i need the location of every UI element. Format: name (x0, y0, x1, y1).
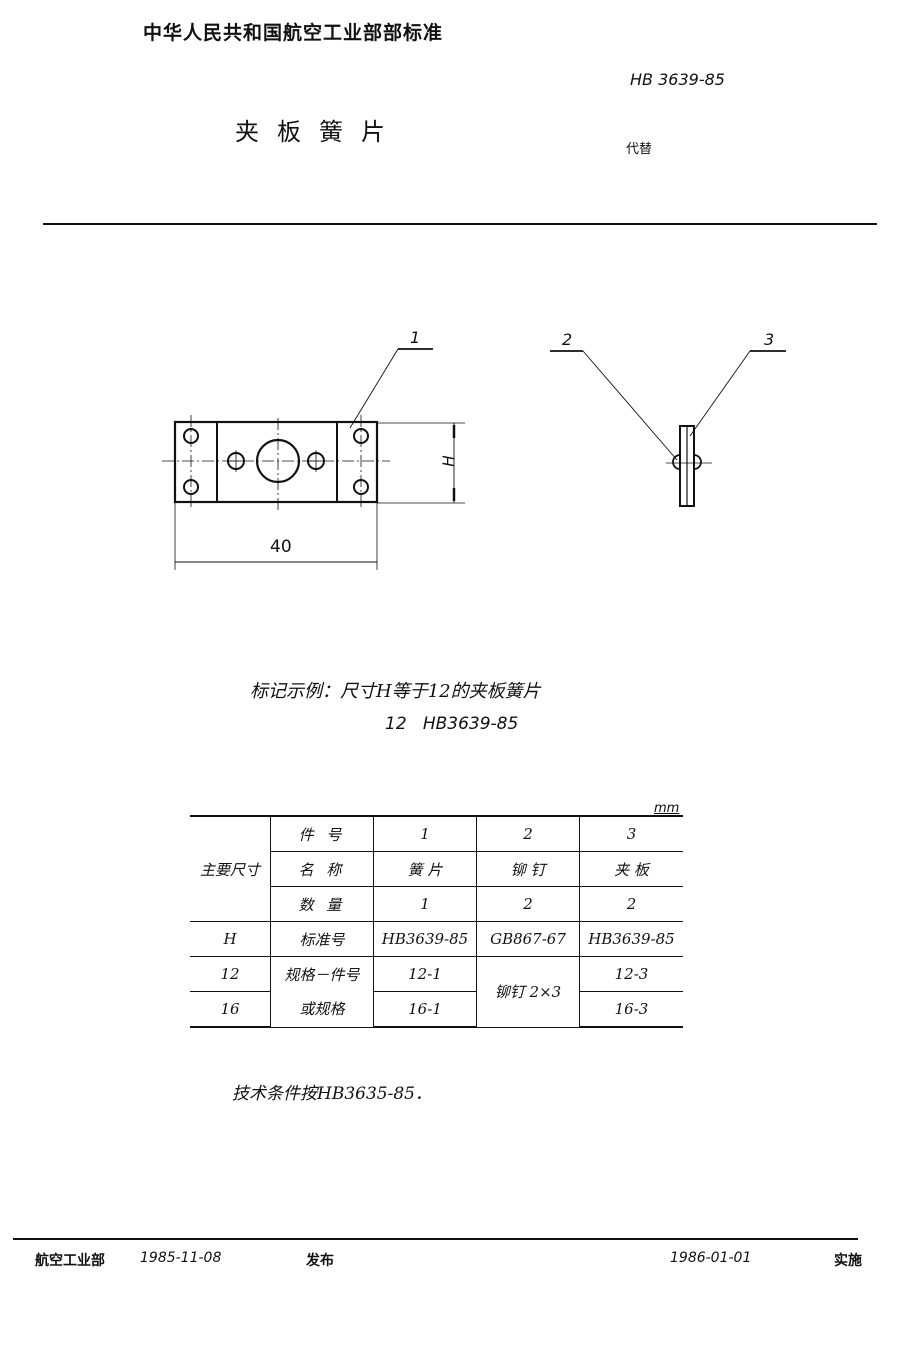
marking-example-code: 12 HB3639-85 (385, 714, 519, 734)
row-label: 标准号 (270, 921, 374, 957)
table-row: 12 规格－件号或规格 12-1 铆钉 2×3 12-3 (190, 956, 683, 1028)
cell: 16-3 (579, 991, 683, 1028)
standard-number: HB 3639-85 (630, 70, 725, 89)
unit-label: mm (654, 801, 680, 816)
issue-label: 发布 (306, 1253, 334, 1269)
technical-conditions: 技术条件按HB3635-85． (232, 1084, 432, 1104)
table-row: 主要尺寸 件 号 1 2 3 (190, 815, 683, 922)
center-hole (255, 438, 301, 484)
organization-title: 中华人民共和国航空工业部部标准 (143, 22, 444, 44)
row-label: 名 称 (270, 851, 374, 887)
cell: 夹 板 (579, 851, 683, 887)
table-row: 数 量 1 2 2 (190, 886, 683, 922)
cell: 1 (373, 815, 477, 852)
callout-1: 1 (410, 328, 421, 347)
plate-outline (173, 420, 379, 504)
callout-2: 2 (562, 330, 573, 349)
table-row: 16 16-1 16-3 (190, 991, 683, 1028)
cell: 3 (579, 815, 683, 852)
dim-cell: H (190, 921, 271, 957)
replaces-label: 代替 (626, 142, 653, 157)
cell: 12-1 (373, 956, 477, 992)
effective-date: 1986-01-01 (670, 1250, 752, 1266)
dim-cell: 16 (190, 991, 271, 1028)
issuer: 航空工业部 (35, 1253, 105, 1269)
cell: 2 (579, 886, 683, 922)
dim-cell: 12 (190, 956, 271, 992)
cell: 12-3 (579, 956, 683, 992)
cell: HB3639-85 (579, 921, 683, 957)
cell: 2 (476, 815, 580, 852)
dimension-height-label: H (439, 455, 458, 467)
row-label: 件 号 (270, 815, 374, 852)
cell: HB3639-85 (373, 921, 477, 957)
dimension-width-label: 40 (270, 537, 292, 557)
cell: 簧 片 (373, 851, 477, 887)
technical-drawing (162, 348, 786, 570)
row-label: 数 量 (270, 886, 374, 922)
cell: GB867-67 (476, 921, 580, 957)
document-title: 夹板簧片 (235, 118, 403, 146)
table-row: H 标准号 HB3639-85 GB867-67 HB3639-85 (190, 921, 683, 957)
header-divider (43, 223, 877, 225)
footer-divider (13, 1238, 858, 1240)
cell: 铆 钉 (476, 851, 580, 887)
effective-label: 实施 (834, 1253, 862, 1269)
issue-date: 1985-11-08 (140, 1250, 222, 1266)
cell: 16-1 (373, 991, 477, 1028)
cell: 2 (476, 886, 580, 922)
row-label: 规格－件号或规格 (270, 956, 374, 1028)
cell: 1 (373, 886, 477, 922)
table-row: 名 称 簧 片 铆 钉 夹 板 (190, 851, 683, 887)
cell: 铆钉 2×3 (476, 956, 580, 1028)
marking-example-text: 标记示例：尺寸H等于12的夹板簧片 (250, 681, 541, 702)
group-label: 主要尺寸 (190, 815, 271, 922)
spec-table: 主要尺寸 件 号 1 2 3 名 称 簧 片 铆 钉 夹 板 数 量 1 2 2… (190, 815, 683, 1028)
callout-3: 3 (764, 330, 775, 349)
